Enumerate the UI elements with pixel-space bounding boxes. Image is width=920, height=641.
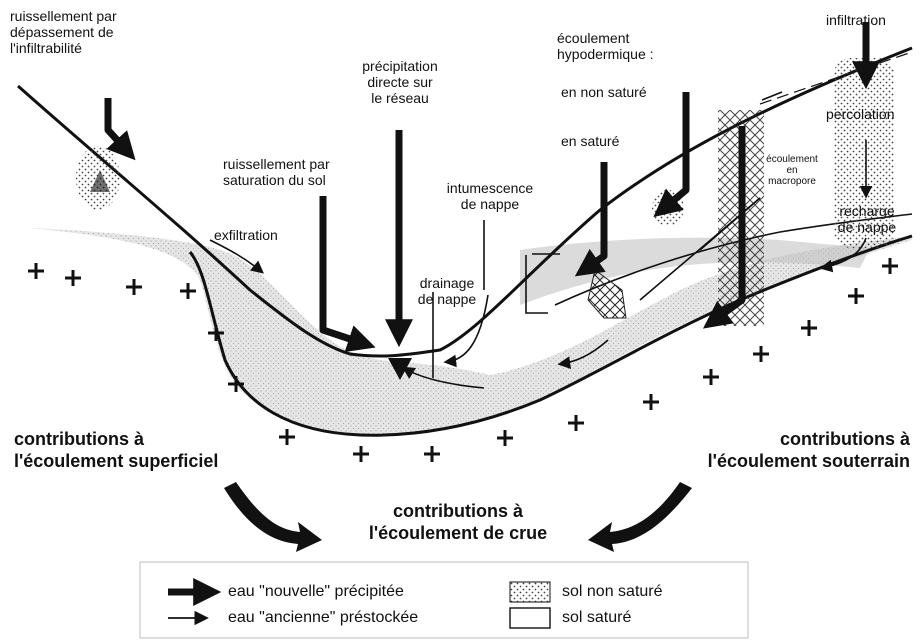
- label-line: dépassement de: [10, 24, 114, 40]
- label-line: intumescence: [446, 180, 534, 196]
- macropore-zone-lower: [587, 269, 627, 319]
- label-line: de nappe: [837, 219, 897, 235]
- legend-ancienne: eau "ancienne" préstockée: [228, 609, 419, 626]
- contribution-line: l'écoulement souterrain: [707, 451, 910, 471]
- label-en-sature: en saturé: [561, 133, 620, 149]
- contribution-crue: contributions à l'écoulement de crue: [318, 500, 598, 544]
- contribution-line: contributions à: [14, 429, 144, 449]
- label-line: ruissellement par: [223, 156, 330, 172]
- contribution-arrows: [224, 482, 692, 552]
- arrow-saturation-runoff: [319, 196, 376, 352]
- contribution-line: contributions à: [780, 429, 910, 449]
- label-recharge: recharge de nappe: [822, 203, 912, 235]
- bedrock-boundary: [188, 234, 913, 437]
- legend-non-sature: sol non saturé: [562, 583, 663, 600]
- label-line: l'infiltrabilité: [10, 40, 82, 56]
- arrow-macropore-left: [702, 126, 746, 329]
- label-ecoulement-macropore: écoulement en macropore: [752, 154, 832, 187]
- label-precipitation-directe: précipitation directe sur le réseau: [340, 58, 460, 106]
- arrow-recharge: [819, 237, 867, 273]
- label-line: saturation du sol: [223, 172, 326, 188]
- label-line: écoulement: [557, 30, 630, 46]
- legend-symbols: [168, 578, 551, 629]
- new-water-arrows: [104, 22, 880, 352]
- label-line: directe sur: [367, 74, 433, 90]
- label-line: hypodermique :: [557, 46, 654, 62]
- arrow-exfiltration: [209, 239, 264, 274]
- label-line: en: [786, 165, 798, 176]
- arrow-hypodermic-unsaturated: [653, 92, 690, 218]
- saturated-soil-zone: [28, 228, 912, 435]
- label-line: de nappe: [460, 196, 520, 212]
- label-line: recharge: [839, 203, 895, 219]
- arrow-drainage: [401, 366, 485, 389]
- label-en-non-sature: en non saturé: [561, 84, 647, 100]
- contribution-superficiel: contributions à l'écoulement superficiel: [14, 428, 218, 472]
- old-water-arrows: [209, 91, 873, 389]
- label-ruissellement-saturation: ruissellement par saturation du sol: [223, 156, 330, 188]
- label-line: de nappe: [417, 291, 477, 307]
- legend-sature: sol saturé: [562, 609, 632, 626]
- label-line: le réseau: [371, 90, 429, 106]
- label-percolation: percolation: [826, 106, 895, 122]
- contribution-souterrain: contributions à l'écoulement souterrain: [670, 428, 910, 472]
- contribution-line: contributions à: [393, 501, 523, 521]
- bedrock-crosses: [28, 258, 898, 462]
- label-drainage: drainage de nappe: [402, 275, 492, 307]
- label-infiltration: infiltration: [826, 12, 886, 28]
- contribution-line: l'écoulement superficiel: [14, 451, 219, 471]
- label-ruissellement-depassement: ruissellement par dépassement de l'infil…: [10, 8, 117, 56]
- arrow-hypodermic-saturated: [574, 162, 608, 277]
- label-ecoulement-hypodermique: écoulement hypodermique :: [557, 30, 654, 62]
- arrow-runoff-infiltration: [104, 98, 136, 161]
- label-line: macropore: [768, 176, 816, 187]
- contribution-line: l'écoulement de crue: [368, 523, 548, 543]
- unsaturated-patch-right: [834, 58, 894, 248]
- legend-nouvelle: eau "nouvelle" précipitée: [228, 583, 404, 600]
- label-line: drainage: [419, 275, 475, 291]
- label-intumescence: intumescence de nappe: [430, 180, 550, 212]
- label-exfiltration: exfiltration: [214, 227, 278, 243]
- label-line: précipitation: [362, 58, 438, 74]
- legend-box: [139, 561, 749, 639]
- label-line: écoulement: [766, 154, 818, 165]
- arrow-subsurface-return: [557, 339, 609, 369]
- label-line: ruissellement par: [10, 8, 117, 24]
- arrow-water-table-rise: [443, 294, 489, 368]
